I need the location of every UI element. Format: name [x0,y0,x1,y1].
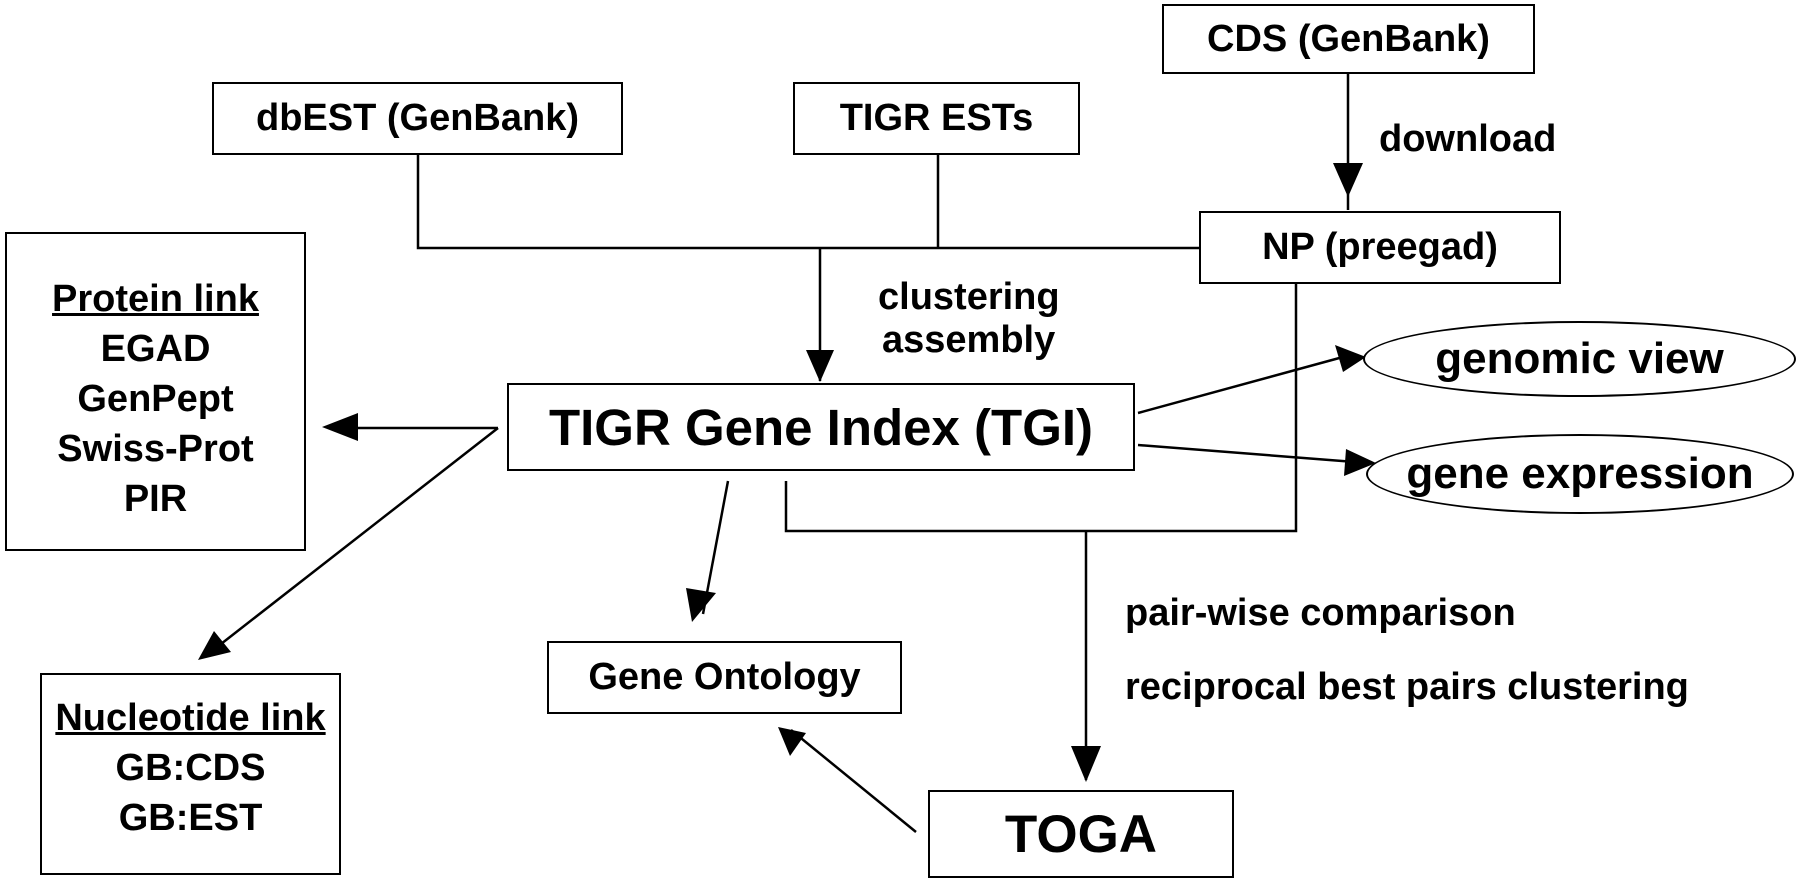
download-label: download [1379,118,1557,160]
dbest-connector [416,155,1200,250]
genomic-view-arrowhead [1335,345,1366,372]
protein-link-title: Protein link [52,278,259,320]
toga-ontology-arrowhead [778,727,806,756]
genomic-view-node: genomic view [1363,321,1796,397]
tgi-node: TIGR Gene Index (TGI) [507,383,1135,471]
dbest-node: dbEST (GenBank) [212,82,623,155]
nucleotide-link-item: GB:EST [118,797,263,839]
protein-link-item: PIR [123,478,188,520]
toga-node: TOGA [928,790,1234,878]
np-node: NP (preegad) [1199,211,1561,284]
protein-link-item: Swiss-Prot [57,428,254,470]
gene-ontology-node: Gene Ontology [547,641,902,714]
protein-link-box: Protein link EGAD GenPept Swiss-Prot PIR [5,232,306,551]
gene-ontology-label: Gene Ontology [588,656,861,698]
toga-label: TOGA [1004,804,1158,864]
cds-node: CDS (GenBank) [1162,4,1535,74]
genomic-view-arrow [1137,355,1344,415]
gene-expression-arrowhead [1344,449,1376,476]
toga-ontology-arrow [790,729,917,833]
gene-expression-node: gene expression [1366,434,1794,514]
gene-expression-label: gene expression [1406,449,1754,498]
protein-link-item: EGAD [100,328,211,370]
clustering-label: clustering [878,276,1060,318]
toga-arrowhead [1071,746,1101,782]
assembly-label: assembly [882,319,1056,361]
protein-link-item: GenPept [77,378,234,420]
tgi-label: TIGR Gene Index (TGI) [548,398,1094,456]
pairwise-comparison-label: pair-wise comparison [1125,592,1516,634]
gene-expression-arrow [1137,443,1356,464]
np-label: NP (preegad) [1262,226,1498,268]
protein-link-arrowhead [322,413,358,441]
clustering-arrowhead [806,350,834,382]
download-arrowhead [1333,163,1363,197]
nucleotide-link-box: Nucleotide link GB:CDS GB:EST [40,673,341,875]
gene-ontology-arrowhead [686,588,716,622]
nucleotide-link-item: GB:CDS [115,747,266,789]
dbest-label: dbEST (GenBank) [255,97,580,139]
cds-label: CDS (GenBank) [1207,17,1490,60]
tigr-ests-node: TIGR ESTs [793,82,1080,155]
np-connector [784,282,1298,533]
nucleotide-link-arrowhead [198,631,231,660]
nucleotide-link-title: Nucleotide link [55,697,326,739]
reciprocal-clustering-label: reciprocal best pairs clustering [1125,666,1689,708]
genomic-view-label: genomic view [1435,334,1724,383]
nucleotide-link-arrow [211,427,499,652]
tigr-ests-label: TIGR ESTs [839,97,1034,139]
